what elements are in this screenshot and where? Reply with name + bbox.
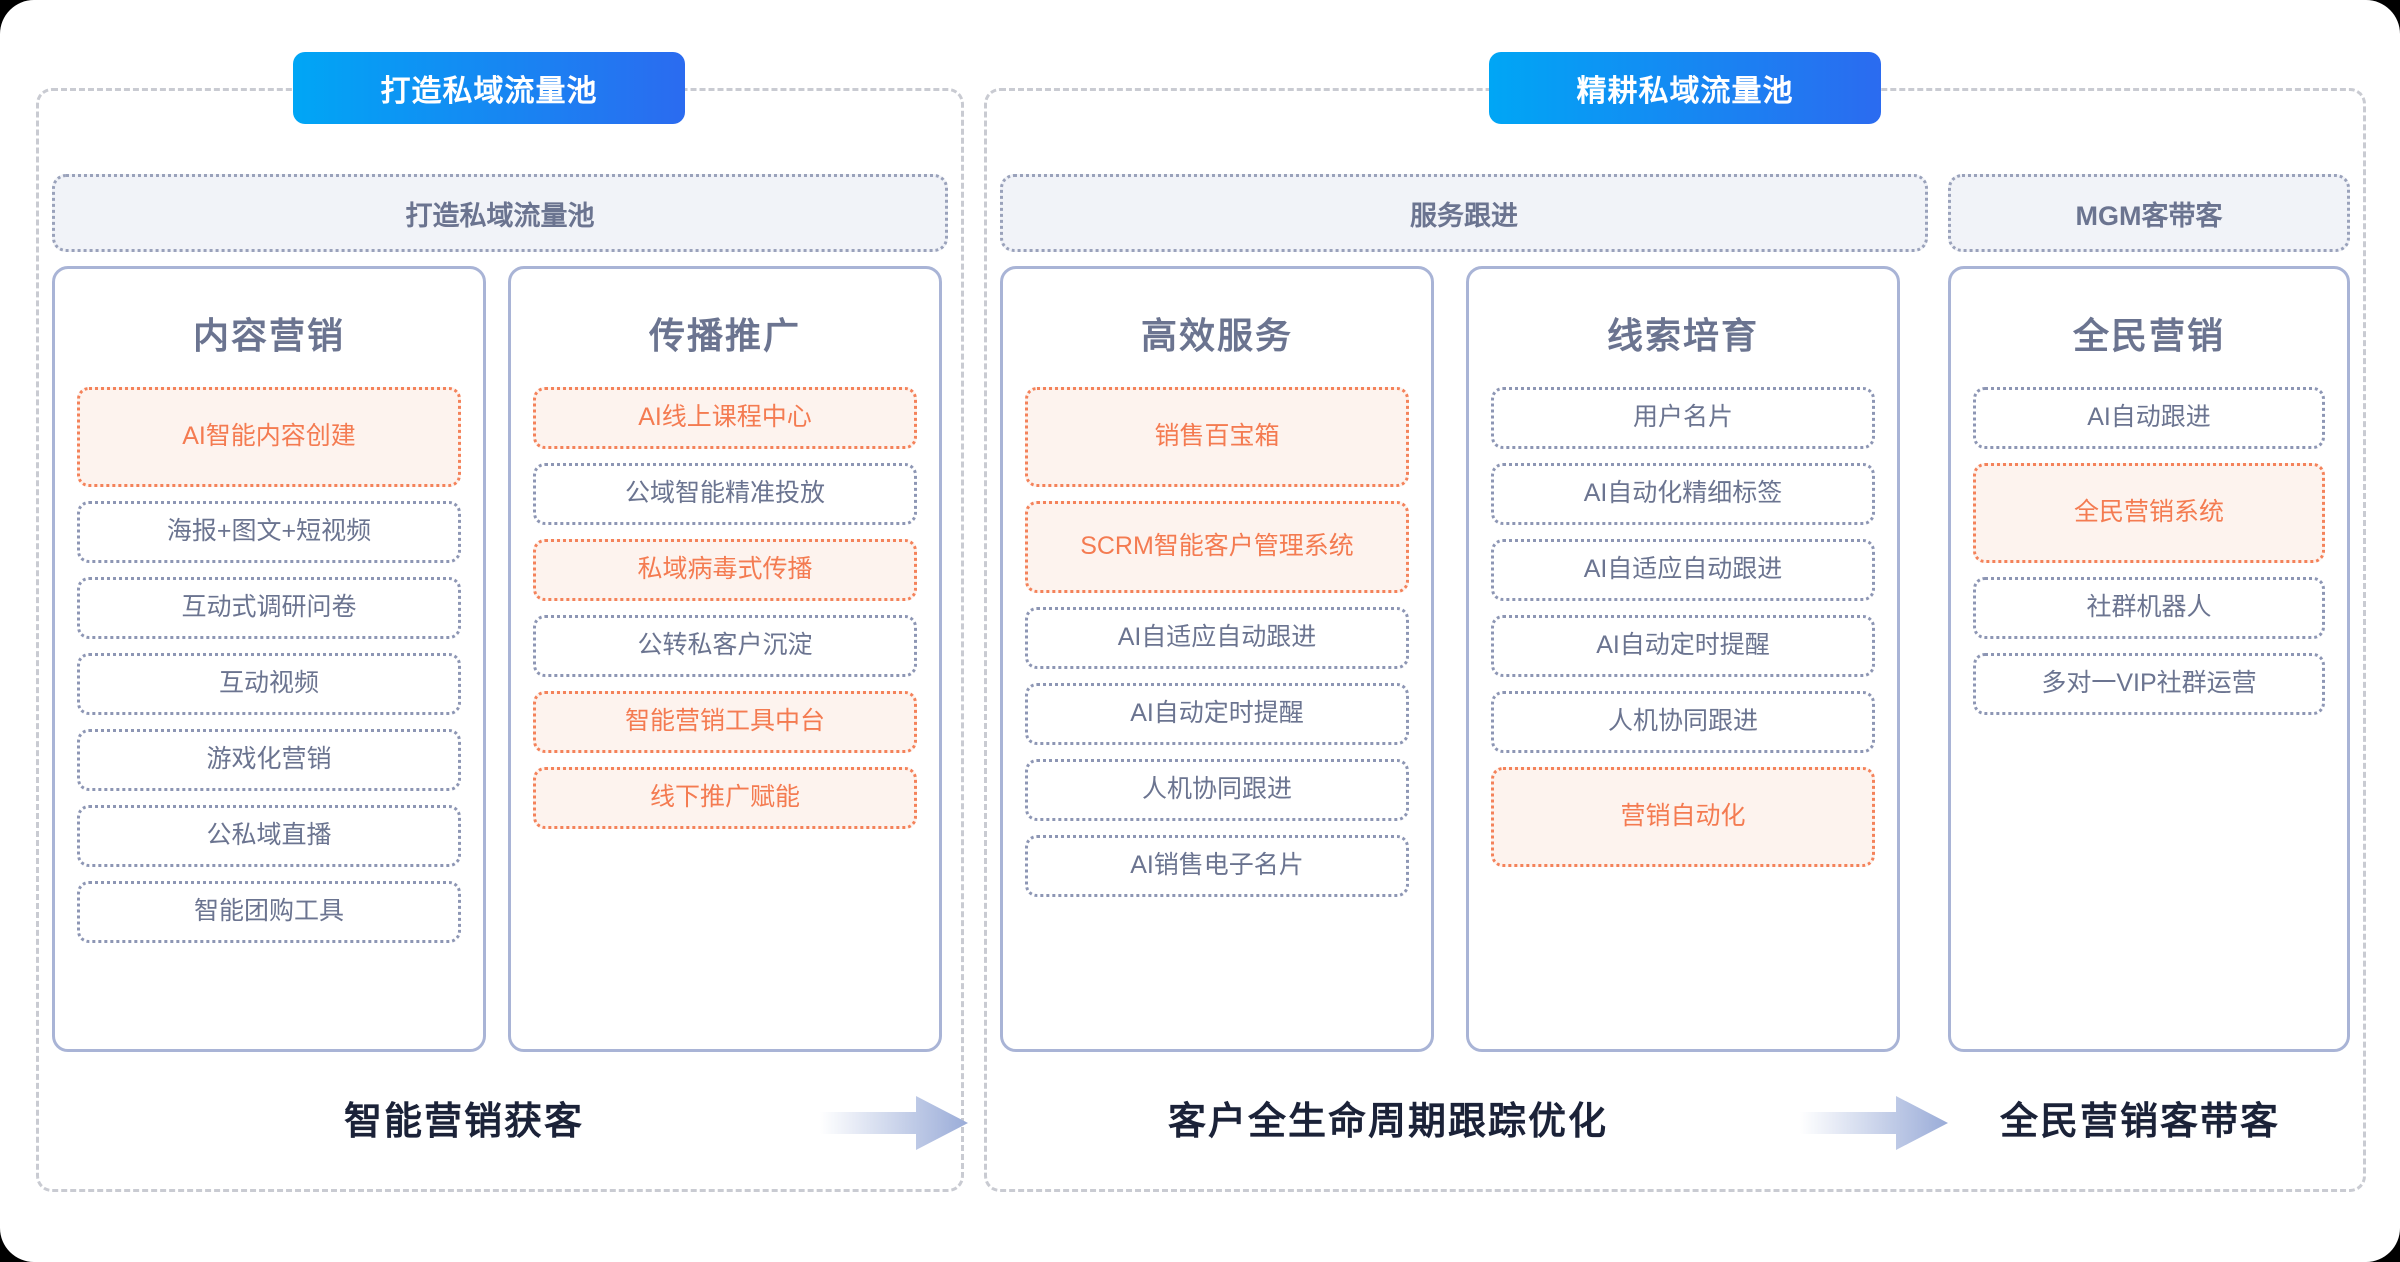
- group-header-mgm: MGM客带客: [1948, 174, 2350, 252]
- summary-label-lifecycle: 客户全生命周期跟踪优化: [1168, 1101, 1609, 1143]
- list-item[interactable]: AI自动定时提醒: [1025, 683, 1409, 745]
- list-item[interactable]: AI自动化精细标签: [1491, 463, 1875, 525]
- list-item[interactable]: AI自适应自动跟进: [1025, 607, 1409, 669]
- list-item[interactable]: 公转私客户沉淀: [533, 615, 917, 677]
- list-item[interactable]: 全民营销系统: [1973, 463, 2325, 563]
- list-item[interactable]: AI自动跟进: [1973, 387, 2325, 449]
- list-item[interactable]: 游戏化营销: [77, 729, 461, 791]
- list-item[interactable]: 公私域直播: [77, 805, 461, 867]
- group-header-service: 服务跟进: [1000, 174, 1928, 252]
- list-item[interactable]: AI销售电子名片: [1025, 835, 1409, 897]
- category-item-list: AI自动跟进 全民营销系统 社群机器人 多对一VIP社群运营: [1951, 387, 2347, 715]
- summary-label-referral: 全民营销客带客: [2000, 1101, 2281, 1143]
- summary-label-acquire: 智能营销获客: [344, 1101, 585, 1143]
- list-item[interactable]: AI线上课程中心: [533, 387, 917, 449]
- list-item[interactable]: 多对一VIP社群运营: [1973, 653, 2325, 715]
- list-item[interactable]: 用户名片: [1491, 387, 1875, 449]
- flow-arrow-right-icon: [820, 1096, 968, 1150]
- list-item[interactable]: 线下推广赋能: [533, 767, 917, 829]
- list-item[interactable]: 公域智能精准投放: [533, 463, 917, 525]
- category-title: 全民营销: [2072, 315, 2225, 356]
- list-item[interactable]: 海报+图文+短视频: [77, 501, 461, 563]
- category-card-content-marketing: 内容营销 AI智能内容创建 海报+图文+短视频 互动式调研问卷 互动视频 游戏化…: [52, 266, 486, 1052]
- category-item-list: AI智能内容创建 海报+图文+短视频 互动式调研问卷 互动视频 游戏化营销 公私…: [55, 387, 483, 943]
- list-item[interactable]: AI智能内容创建: [77, 387, 461, 487]
- stage-badge-acquire[interactable]: 打造私域流量池: [293, 52, 685, 124]
- category-card-efficient-service: 高效服务 销售百宝箱 SCRM智能客户管理系统 AI自适应自动跟进 AI自动定时…: [1000, 266, 1434, 1052]
- list-item[interactable]: SCRM智能客户管理系统: [1025, 501, 1409, 593]
- category-card-spread-promotion: 传播推广 AI线上课程中心 公域智能精准投放 私域病毒式传播 公转私客户沉淀 智…: [508, 266, 942, 1052]
- list-item[interactable]: 社群机器人: [1973, 577, 2325, 639]
- list-item[interactable]: 互动式调研问卷: [77, 577, 461, 639]
- list-item[interactable]: 销售百宝箱: [1025, 387, 1409, 487]
- category-card-all-staff-marketing: 全民营销 AI自动跟进 全民营销系统 社群机器人 多对一VIP社群运营: [1948, 266, 2350, 1052]
- category-title: 内容营销: [192, 315, 345, 356]
- list-item[interactable]: 人机协同跟进: [1491, 691, 1875, 753]
- list-item[interactable]: 人机协同跟进: [1025, 759, 1409, 821]
- list-item[interactable]: 私域病毒式传播: [533, 539, 917, 601]
- list-item[interactable]: 智能营销工具中台: [533, 691, 917, 753]
- category-title: 传播推广: [648, 315, 801, 356]
- stage-badge-cultivate[interactable]: 精耕私域流量池: [1489, 52, 1881, 124]
- list-item[interactable]: 互动视频: [77, 653, 461, 715]
- list-item[interactable]: 营销自动化: [1491, 767, 1875, 867]
- category-title: 线索培育: [1606, 315, 1759, 356]
- list-item[interactable]: AI自适应自动跟进: [1491, 539, 1875, 601]
- category-item-list: 用户名片 AI自动化精细标签 AI自适应自动跟进 AI自动定时提醒 人机协同跟进…: [1469, 387, 1897, 867]
- category-item-list: AI线上课程中心 公域智能精准投放 私域病毒式传播 公转私客户沉淀 智能营销工具…: [511, 387, 939, 829]
- category-item-list: 销售百宝箱 SCRM智能客户管理系统 AI自适应自动跟进 AI自动定时提醒 人机…: [1003, 387, 1431, 897]
- list-item[interactable]: 智能团购工具: [77, 881, 461, 943]
- group-header-acquire: 打造私域流量池: [52, 174, 948, 252]
- flow-arrow-right-icon: [1800, 1096, 1948, 1150]
- category-title: 高效服务: [1140, 315, 1293, 356]
- list-item[interactable]: AI自动定时提醒: [1491, 615, 1875, 677]
- category-card-lead-nurturing: 线索培育 用户名片 AI自动化精细标签 AI自适应自动跟进 AI自动定时提醒 人…: [1466, 266, 1900, 1052]
